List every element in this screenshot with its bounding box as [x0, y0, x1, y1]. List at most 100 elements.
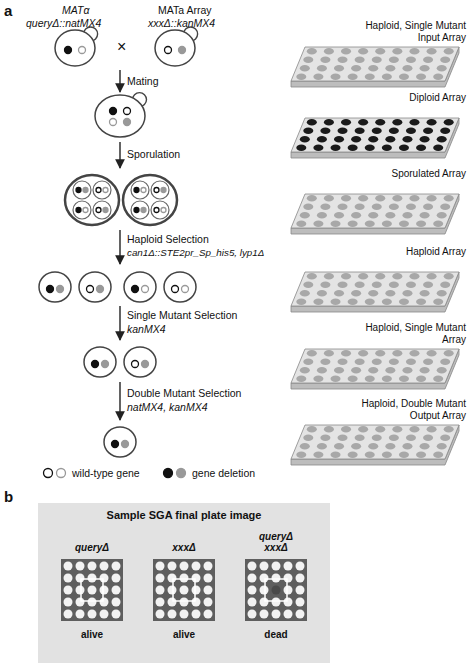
- colony: [88, 610, 97, 619]
- plate-well: [437, 136, 447, 143]
- panel-title: Sample SGA final plate image: [38, 503, 330, 521]
- colony: [284, 562, 293, 571]
- mating-type: MATα: [62, 4, 89, 17]
- plate-well: [440, 57, 450, 64]
- agar-plate: [291, 349, 459, 389]
- plate-well: [303, 359, 313, 366]
- gene-deletion: [103, 208, 108, 213]
- plate-well: [358, 273, 368, 280]
- colony: [260, 574, 269, 583]
- colony: [296, 610, 305, 619]
- agar-plate: [291, 47, 459, 87]
- plate-well: [382, 145, 392, 152]
- plate-well: [399, 221, 409, 228]
- array-label: Sporulated Array: [341, 168, 466, 180]
- highlight-box: [265, 579, 287, 601]
- plate-well: [307, 48, 317, 55]
- gene-deletion: [134, 188, 139, 193]
- colony: [248, 586, 257, 595]
- plate-side: [291, 425, 459, 465]
- colony: [64, 610, 73, 619]
- array-label: Haploid, Single Mutant Array: [341, 322, 466, 346]
- agar-plate: [291, 425, 459, 465]
- panel-letter: a: [4, 2, 12, 19]
- plate-panel: Haploid, Single Mutant Array: [285, 322, 468, 398]
- plate-well: [368, 290, 378, 297]
- plate-well: [324, 350, 334, 357]
- plate-side: [291, 194, 459, 234]
- plate-side: [291, 118, 459, 158]
- colony: [296, 574, 305, 583]
- colony: [272, 598, 281, 607]
- plate-well: [351, 290, 361, 297]
- colony-plate: [245, 559, 307, 621]
- cross-symbol: ×: [117, 38, 126, 56]
- plate-well: [375, 119, 385, 126]
- plate-well: [416, 145, 426, 152]
- colony: [192, 610, 201, 619]
- spore: [73, 181, 91, 199]
- gene-deletion: [179, 47, 186, 54]
- gene-deletion: [92, 361, 99, 368]
- plate-well: [368, 367, 378, 374]
- plate-well: [420, 290, 430, 297]
- sample-panel: Sample SGA final plate imagequeryΔalivex…: [38, 503, 330, 663]
- plate-well: [358, 48, 368, 55]
- plate-well: [385, 136, 395, 143]
- gene-deletion: [110, 108, 117, 115]
- plate-well: [406, 435, 416, 442]
- plate-panel: Sporulated Array: [285, 168, 468, 246]
- plate-well: [355, 57, 365, 64]
- plate-well: [324, 273, 334, 280]
- legend-item: gene deletion: [162, 466, 255, 480]
- yeast-cell: [124, 347, 156, 377]
- colony: [88, 598, 97, 607]
- wild-type-gene: [124, 108, 131, 115]
- cell-body: [124, 272, 156, 302]
- plate-well: [300, 65, 310, 72]
- plate-panel: Haploid, Single Mutant Input Array: [285, 20, 468, 92]
- colony: [156, 562, 165, 571]
- agar-plate: [291, 194, 459, 234]
- plate-well: [320, 435, 330, 442]
- colony: [168, 598, 177, 607]
- plate-well: [433, 145, 443, 152]
- step-label: Mating: [127, 75, 159, 88]
- array-label: Diploid Array: [341, 92, 466, 104]
- step-arrow: [119, 382, 120, 420]
- plate-well: [385, 443, 395, 450]
- plate-well: [399, 376, 409, 383]
- plate-well: [300, 290, 310, 297]
- plate-well: [317, 290, 327, 297]
- plate-well: [392, 273, 402, 280]
- plate-well: [444, 273, 454, 280]
- plate-well: [338, 57, 348, 64]
- plate-well: [385, 367, 395, 374]
- wild-type-gene: [44, 469, 53, 478]
- plate-well: [324, 195, 334, 202]
- wild-type-gene: [96, 188, 101, 193]
- plate-well: [409, 350, 419, 357]
- plate-well: [303, 128, 313, 135]
- plate-well: [406, 57, 416, 64]
- plate-well: [427, 119, 437, 126]
- plate-well: [355, 435, 365, 442]
- plate-side: [291, 47, 459, 87]
- wild-type-gene: [87, 286, 94, 293]
- genotype: xxxΔ::kanMX4: [148, 17, 215, 30]
- panel-letter: b: [4, 488, 13, 505]
- plate-well: [375, 426, 385, 433]
- plate-well: [382, 221, 392, 228]
- colony-grid: queryΔ xxxΔdead: [234, 529, 318, 657]
- plate-well: [427, 48, 437, 55]
- plate-well: [334, 212, 344, 219]
- gene-deletion: [134, 208, 139, 213]
- plate-well: [399, 145, 409, 152]
- highlight-box: [81, 579, 103, 601]
- plate-well: [389, 128, 399, 135]
- plate-well: [433, 221, 443, 228]
- plate-well: [389, 359, 399, 366]
- plate-well: [423, 128, 433, 135]
- plate-well: [331, 145, 341, 152]
- colony: [168, 586, 177, 595]
